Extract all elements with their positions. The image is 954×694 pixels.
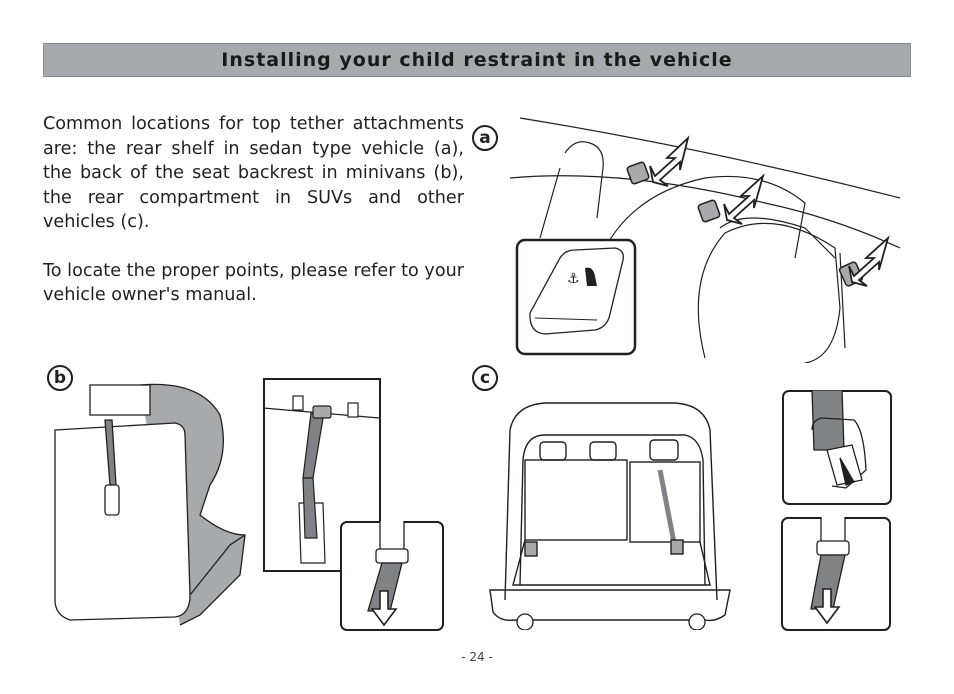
figure-b-label: b xyxy=(47,365,73,391)
figure-b-detail-buckle xyxy=(340,521,444,631)
figure-b-detail-tether xyxy=(263,378,381,572)
instructions-text: Common locations for top tether attachme… xyxy=(43,112,464,332)
figure-a-label: a xyxy=(472,125,498,151)
figure-c-detail-buckle xyxy=(781,517,891,631)
figure-a-sedan-illustration: ⚓ xyxy=(509,117,901,363)
svg-text:⚓: ⚓ xyxy=(567,271,580,287)
figure-c-detail-anchor xyxy=(782,390,892,505)
instructions-paragraph-2: To locate the proper points, please refe… xyxy=(43,260,464,306)
figure-c-suv-illustration xyxy=(489,402,731,630)
instructions-paragraph-1: Common locations for top tether attachme… xyxy=(43,114,464,232)
figure-b-seat-illustration xyxy=(54,383,246,626)
section-header: Installing your child restraint in the v… xyxy=(43,43,911,77)
page-number: - 24 - xyxy=(461,650,493,664)
section-title: Installing your child restraint in the v… xyxy=(221,49,733,71)
figure-c-label: c xyxy=(472,365,498,391)
